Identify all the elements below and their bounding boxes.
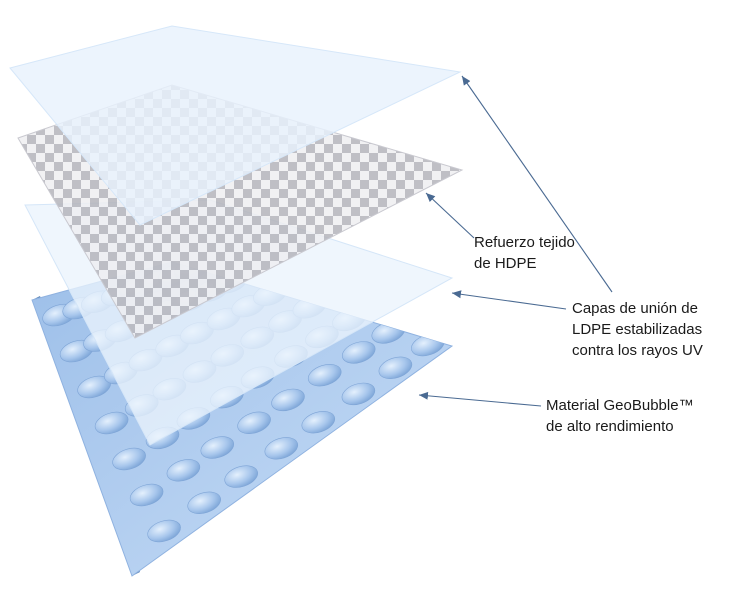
arrow-geobubble <box>418 391 542 407</box>
label-ldpe-line2: LDPE estabilizadas <box>572 321 703 338</box>
label-geobubble-line1: Material GeoBubble™ <box>546 397 694 414</box>
label-ldpe-line3: contra los rayos UV <box>572 342 703 359</box>
bubble <box>307 364 342 387</box>
ldpe-layer-upper <box>9 25 462 226</box>
bubble <box>264 437 299 460</box>
label-hdpe-line1: Refuerzo tejido <box>474 234 575 251</box>
label-hdpe-reinforcement: Refuerzo tejido de HDPE <box>474 232 575 274</box>
bubble <box>378 356 413 379</box>
label-ldpe-layers: Capas de unión de LDPE estabilizadas con… <box>572 298 703 361</box>
bubble <box>237 411 271 434</box>
bubble <box>129 483 164 507</box>
bubble <box>112 447 146 471</box>
label-geobubble-line2: de alto rendimiento <box>546 418 674 435</box>
arrow-hdpe <box>425 192 475 239</box>
bubble <box>301 411 336 434</box>
bubble <box>341 382 376 406</box>
bubble <box>224 465 258 488</box>
bubble <box>147 519 181 543</box>
bubble <box>187 491 221 514</box>
arrow-ldpe-top <box>461 75 613 293</box>
bubble <box>271 388 305 412</box>
label-geobubble-material: Material GeoBubble™ de alto rendimiento <box>546 395 694 437</box>
label-hdpe-line2: de HDPE <box>474 255 537 272</box>
label-ldpe-line1: Capas de unión de <box>572 300 698 317</box>
bubble <box>94 411 129 435</box>
bubble <box>200 436 235 459</box>
arrow-ldpe-lower <box>451 290 567 310</box>
bubble <box>166 459 201 482</box>
bubble <box>341 341 376 364</box>
